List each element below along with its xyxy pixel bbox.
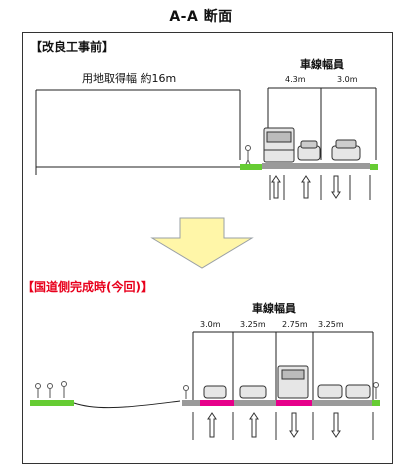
after-lane-brackets — [192, 331, 374, 400]
before-lane-width-1: 4.3m — [285, 75, 306, 84]
diagram-frame — [22, 32, 393, 464]
transition-arrow-icon — [150, 217, 254, 269]
after-lane-width-2: 3.25m — [240, 320, 266, 329]
after-median-right — [276, 400, 312, 406]
before-car-icon-1 — [297, 140, 321, 161]
after-lane-arrows — [192, 412, 374, 440]
after-lane-width-1: 3.0m — [200, 320, 221, 329]
before-lane-width-2: 3.0m — [337, 75, 358, 84]
land-width-label: 用地取得幅 約16m — [82, 72, 177, 85]
before-grass-right — [370, 164, 378, 170]
after-vehicle-icons — [203, 365, 371, 399]
before-road — [262, 163, 370, 169]
before-pedestrian-icon — [245, 145, 251, 165]
after-grass-right — [372, 400, 380, 406]
after-median-left — [200, 400, 234, 406]
after-pedestrian-icons — [35, 381, 379, 399]
after-lane-width-4: 3.25m — [318, 320, 344, 329]
before-lane-width-label: 車線幅員 — [300, 58, 344, 71]
after-slope-line — [73, 400, 181, 409]
after-section-label: 【国道側完成時(今回)】 — [22, 280, 153, 294]
before-lane-arrows — [269, 175, 371, 200]
before-grass-left — [240, 164, 262, 170]
after-lane-width-label: 車線幅員 — [252, 302, 296, 315]
before-truck-icon — [263, 127, 295, 163]
after-lane-width-3: 2.75m — [282, 320, 308, 329]
before-land-bracket — [35, 89, 241, 175]
before-section-label: 【改良工事前】 — [30, 40, 115, 54]
section-title: A-A 断面 — [169, 9, 233, 25]
after-grass-left — [30, 400, 74, 406]
before-car-icon-2 — [331, 139, 361, 161]
